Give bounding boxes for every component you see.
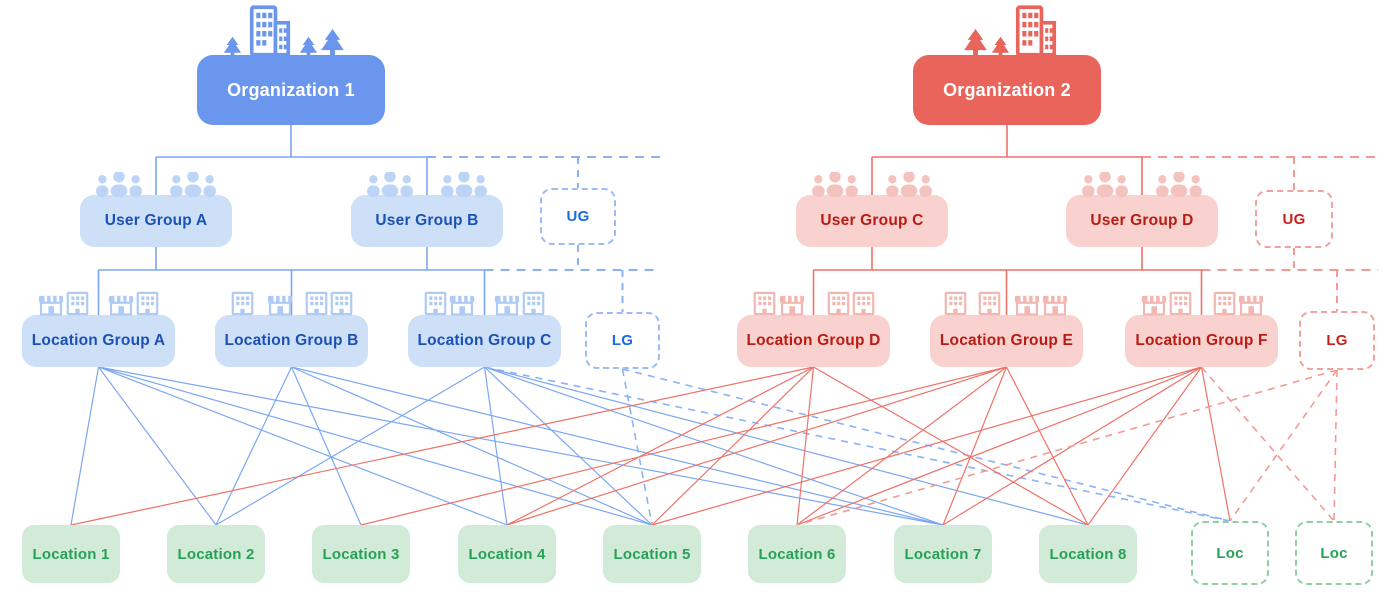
user-group-placeholder-label: UG xyxy=(566,208,590,225)
location-6-node: Location 6 xyxy=(748,525,846,583)
organization-2-node: Organization 2 xyxy=(913,55,1101,125)
location-8-node: Location 8 xyxy=(1039,525,1137,583)
storefront-icon xyxy=(1014,293,1040,316)
people-group-icon xyxy=(164,172,222,197)
people-group-icon xyxy=(90,172,148,197)
user-group-placeholder-blue: UG xyxy=(540,188,616,245)
organization-1-label: Organization 1 xyxy=(227,79,355,100)
tree-icon xyxy=(223,36,242,61)
storefront-icon xyxy=(779,293,805,316)
user-group-a-node: User Group A xyxy=(80,195,232,247)
tree-icon xyxy=(963,28,988,61)
small-building-icon xyxy=(852,291,875,316)
storefront-icon xyxy=(1238,293,1264,316)
small-building-icon xyxy=(231,291,254,316)
location-1-node: Location 1 xyxy=(22,525,120,583)
location-placeholder-node: Loc xyxy=(1295,521,1373,585)
small-building-icon xyxy=(827,291,850,316)
location-placeholder-label: Loc xyxy=(1216,544,1244,562)
small-building-icon xyxy=(1213,291,1236,316)
location-3-label: Location 3 xyxy=(322,545,400,563)
small-building-icon xyxy=(1169,291,1192,316)
people-group-icon xyxy=(1150,172,1208,197)
small-building-icon xyxy=(66,291,89,316)
user-group-b-label: User Group B xyxy=(375,212,479,229)
small-building-icon xyxy=(522,291,545,316)
location-group-e-node: Location Group E xyxy=(930,315,1083,367)
location-group-f-node: Location Group F xyxy=(1125,315,1278,367)
organization-1-node: Organization 1 xyxy=(197,55,385,125)
small-building-icon xyxy=(330,291,353,316)
user-group-a-label: User Group A xyxy=(104,212,208,229)
location-group-e-label: Location Group E xyxy=(939,332,1074,349)
location-group-placeholder-red: LG xyxy=(1299,311,1375,370)
user-group-c-node: User Group C xyxy=(796,195,948,247)
location-6-label: Location 6 xyxy=(758,545,836,563)
location-5-label: Location 5 xyxy=(613,545,691,563)
location-group-d-label: Location Group D xyxy=(746,332,881,349)
storefront-icon xyxy=(108,293,134,316)
location-group-c-label: Location Group C xyxy=(417,332,552,349)
people-group-icon xyxy=(435,172,493,197)
storefront-icon xyxy=(267,293,293,316)
location-group-b-label: Location Group B xyxy=(224,332,359,349)
user-group-d-node: User Group D xyxy=(1066,195,1218,247)
user-group-c-label: User Group C xyxy=(820,212,924,229)
location-placeholder-node: Loc xyxy=(1191,521,1269,585)
location-group-c-node: Location Group C xyxy=(408,315,561,367)
location-group-placeholder-label: LG xyxy=(611,332,634,349)
location-group-a-node: Location Group A xyxy=(22,315,175,367)
user-group-b-node: User Group B xyxy=(351,195,503,247)
small-building-icon xyxy=(424,291,447,316)
location-group-placeholder-blue: LG xyxy=(585,312,660,369)
small-building-icon xyxy=(944,291,967,316)
location-group-d-node: Location Group D xyxy=(737,315,890,367)
tree-icon xyxy=(991,36,1010,61)
location-4-node: Location 4 xyxy=(458,525,556,583)
storefront-icon xyxy=(449,293,475,316)
user-group-placeholder-label: UG xyxy=(1282,210,1306,228)
storefront-icon xyxy=(38,293,64,316)
location-4-label: Location 4 xyxy=(468,545,546,563)
location-7-node: Location 7 xyxy=(894,525,992,583)
user-group-d-label: User Group D xyxy=(1090,212,1194,229)
location-2-node: Location 2 xyxy=(167,525,265,583)
storefront-icon xyxy=(1042,293,1068,316)
office-building-icon xyxy=(249,4,291,58)
tree-icon xyxy=(320,28,345,61)
location-3-node: Location 3 xyxy=(312,525,410,583)
location-group-f-label: Location Group F xyxy=(1135,332,1268,349)
location-7-label: Location 7 xyxy=(904,545,982,563)
small-building-icon xyxy=(305,291,328,316)
people-group-icon xyxy=(880,172,938,197)
location-placeholder-label: Loc xyxy=(1320,544,1348,562)
people-group-icon xyxy=(1076,172,1134,197)
location-1-label: Location 1 xyxy=(32,545,110,563)
small-building-icon xyxy=(753,291,776,316)
location-5-node: Location 5 xyxy=(603,525,701,583)
location-2-label: Location 2 xyxy=(177,545,255,563)
office-building-icon xyxy=(1015,4,1057,58)
small-building-icon xyxy=(978,291,1001,316)
storefront-icon xyxy=(1141,293,1167,316)
user-group-placeholder-red: UG xyxy=(1255,190,1333,248)
people-group-icon xyxy=(806,172,864,197)
location-group-a-label: Location Group A xyxy=(31,332,166,349)
storefront-icon xyxy=(494,293,520,316)
location-8-label: Location 8 xyxy=(1049,545,1127,563)
organization-2-label: Organization 2 xyxy=(943,79,1071,100)
tree-icon xyxy=(299,36,318,61)
location-group-b-node: Location Group B xyxy=(215,315,368,367)
small-building-icon xyxy=(136,291,159,316)
location-group-placeholder-label: LG xyxy=(1326,332,1348,349)
people-group-icon xyxy=(361,172,419,197)
